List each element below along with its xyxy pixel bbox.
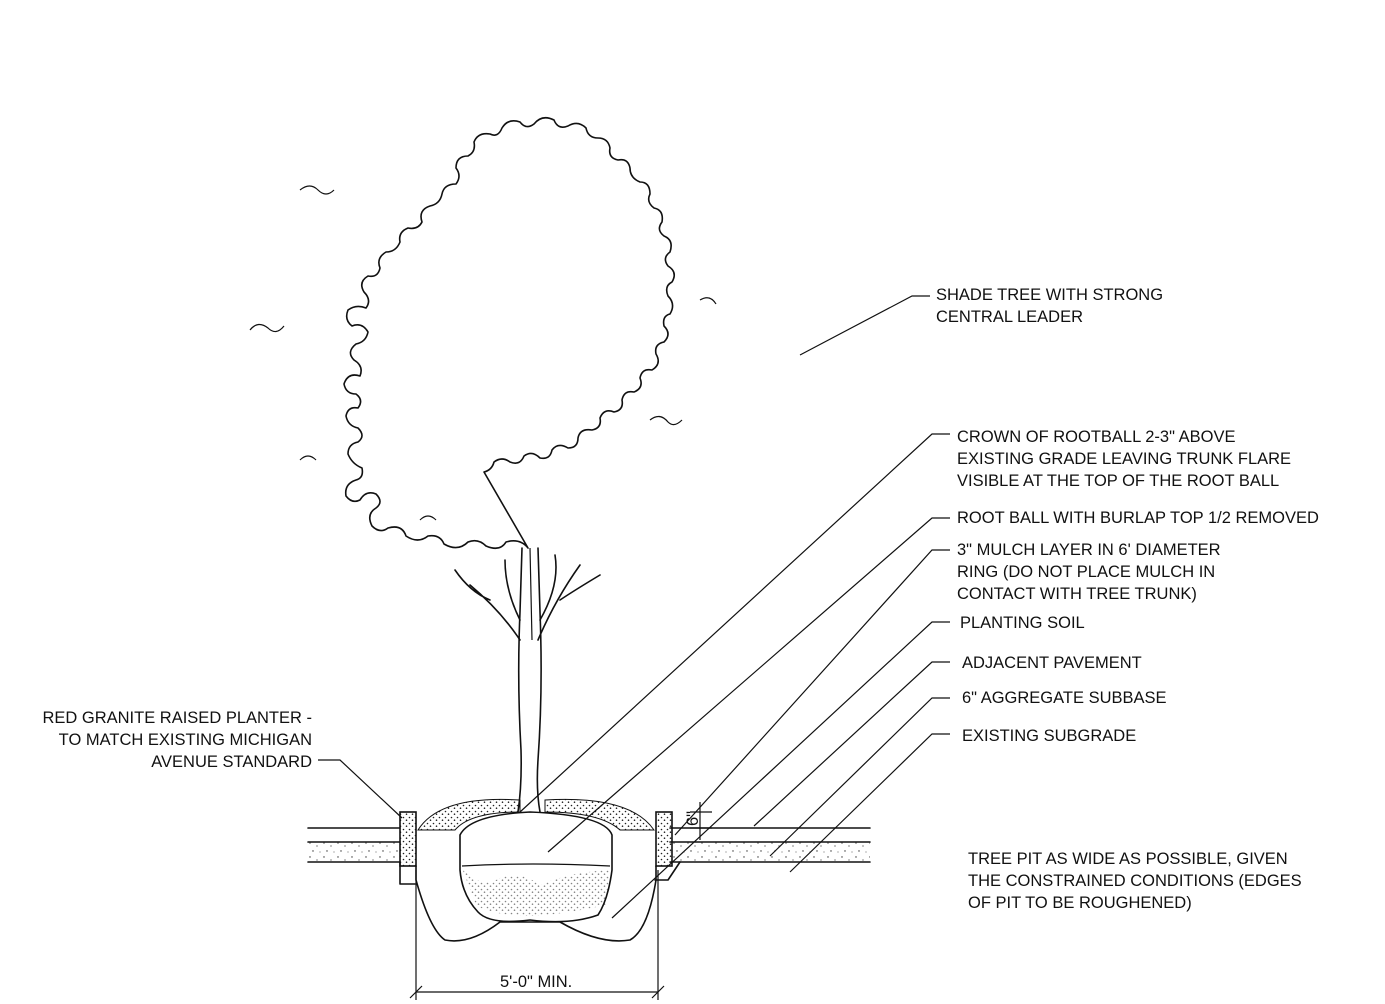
svg-text:3" MULCH LAYER IN 6' DIAMETER: 3" MULCH LAYER IN 6' DIAMETER (957, 541, 1221, 559)
label-adjacent-pavement: ADJACENT PAVEMENT (962, 654, 1142, 672)
mulch-layer-right (544, 798, 655, 831)
svg-text:TREE PIT AS WIDE AS POSSIBLE,: TREE PIT AS WIDE AS POSSIBLE, GIVEN (968, 850, 1288, 868)
label-shade-tree: SHADE TREE WITH STRONG CENTRAL LEADER (936, 286, 1163, 326)
label-root-ball: ROOT BALL WITH BURLAP TOP 1/2 REMOVED (957, 509, 1319, 527)
svg-text:VISIBLE AT THE TOP OF THE ROOT: VISIBLE AT THE TOP OF THE ROOT BALL (957, 472, 1279, 490)
svg-text:CENTRAL LEADER: CENTRAL LEADER (936, 308, 1083, 326)
svg-text:AVENUE STANDARD: AVENUE STANDARD (151, 753, 312, 771)
tree-branches (454, 554, 601, 641)
svg-text:EXISTING GRADE LEAVING TRUNK F: EXISTING GRADE LEAVING TRUNK FLARE (957, 450, 1291, 468)
svg-text:CONTACT WITH TREE TRUNK): CONTACT WITH TREE TRUNK) (957, 585, 1197, 603)
svg-text:CROWN OF ROOTBALL 2-3" ABOVE: CROWN OF ROOTBALL 2-3" ABOVE (957, 428, 1235, 446)
label-planter: RED GRANITE RAISED PLANTER - TO MATCH EX… (42, 709, 312, 771)
svg-text:EXISTING SUBGRADE: EXISTING SUBGRADE (962, 727, 1136, 745)
height-dimension-label: 6" (684, 811, 702, 826)
root-ball (459, 811, 613, 923)
label-planting-soil: PLANTING SOIL (960, 614, 1085, 632)
svg-text:SHADE TREE WITH STRONG: SHADE TREE WITH STRONG (936, 286, 1163, 304)
width-dimension-label: 5'-0" MIN. (500, 973, 572, 991)
leader-lines (318, 295, 950, 919)
root-ball-burlap-line (461, 863, 611, 867)
svg-text:RING (DO NOT PLACE MULCH IN: RING (DO NOT PLACE MULCH IN (957, 563, 1215, 581)
width-dimension: 5'-0" MIN. (409, 870, 665, 1000)
granite-planter-right (655, 811, 673, 867)
label-tree-pit-note: TREE PIT AS WIDE AS POSSIBLE, GIVEN THE … (968, 850, 1302, 912)
svg-text:PLANTING SOIL: PLANTING SOIL (960, 614, 1085, 632)
mulch-layer (417, 798, 521, 831)
svg-text:RED GRANITE RAISED PLANTER -: RED GRANITE RAISED PLANTER - (42, 709, 312, 727)
granite-planter-left (399, 811, 417, 867)
adjacent-pavement-right (654, 827, 871, 881)
label-existing-subgrade: EXISTING SUBGRADE (962, 727, 1136, 745)
svg-text:ADJACENT PAVEMENT: ADJACENT PAVEMENT (962, 654, 1142, 672)
svg-text:ROOT BALL WITH BURLAP TOP 1/2: ROOT BALL WITH BURLAP TOP 1/2 REMOVED (957, 509, 1319, 527)
canopy-texture (249, 185, 717, 521)
tree-trunk-right (536, 547, 542, 813)
svg-text:OF PIT TO BE ROUGHENED): OF PIT TO BE ROUGHENED) (968, 894, 1192, 912)
height-dimension: 6" (684, 802, 712, 840)
tree-canopy (343, 116, 676, 550)
adjacent-pavement-left (307, 827, 416, 885)
svg-text:TO MATCH EXISTING MICHIGAN: TO MATCH EXISTING MICHIGAN (59, 731, 312, 749)
label-mulch: 3" MULCH LAYER IN 6' DIAMETER RING (DO N… (957, 541, 1221, 603)
tree-trunk (517, 547, 523, 813)
svg-text:6" AGGREGATE SUBBASE: 6" AGGREGATE SUBBASE (962, 689, 1167, 707)
root-ball-burlap (462, 868, 610, 916)
svg-text:THE CONSTRAINED CONDITIONS (ED: THE CONSTRAINED CONDITIONS (EDGES (968, 872, 1302, 890)
tree-trunk-center (529, 547, 533, 641)
label-crown-rootball: CROWN OF ROOTBALL 2-3" ABOVE EXISTING GR… (957, 428, 1291, 490)
label-aggregate-subbase: 6" AGGREGATE SUBBASE (962, 689, 1167, 707)
